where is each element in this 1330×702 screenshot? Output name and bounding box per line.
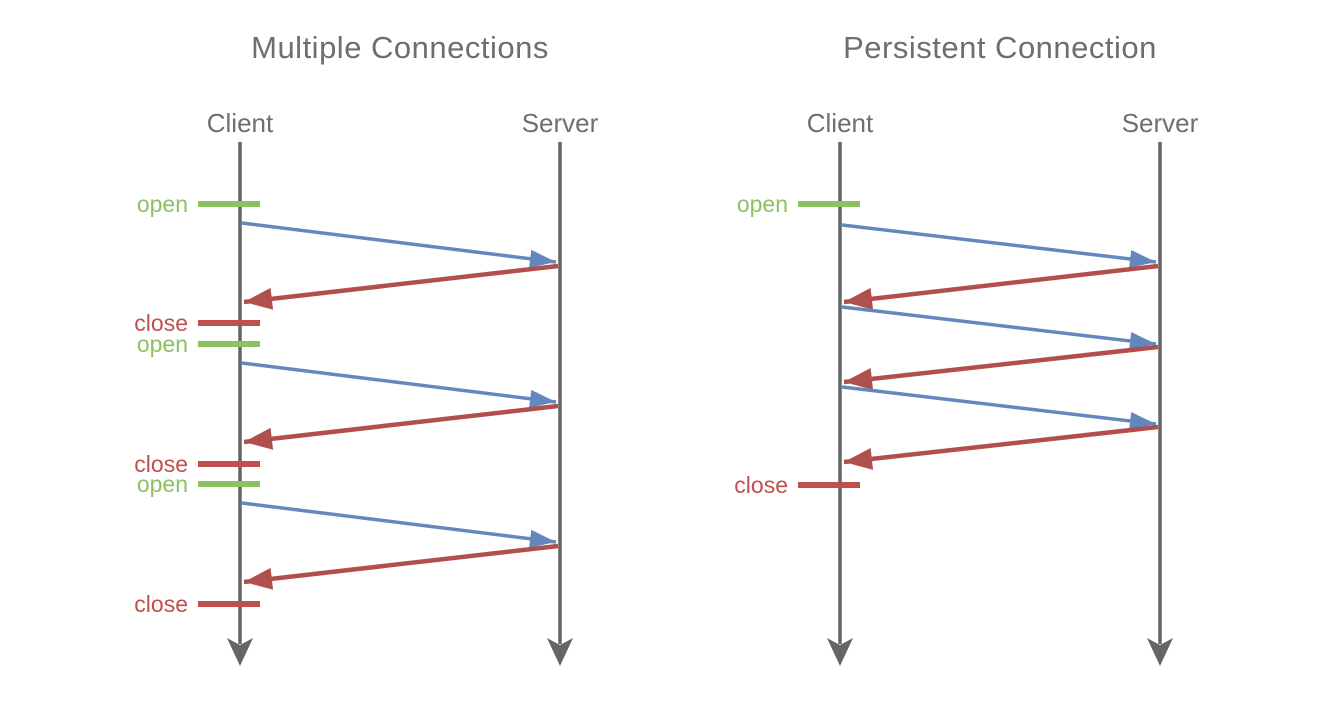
response-arrow (243, 403, 559, 445)
diagram-title-persistent-connection: Persistent Connection (843, 30, 1157, 65)
request-arrow (241, 501, 557, 544)
request-arrowhead-icon (529, 529, 556, 548)
response-arrowhead-icon (244, 287, 274, 310)
request-arrow (241, 361, 557, 404)
server-lifeline-label: Server (1121, 108, 1199, 138)
diagram-title-multiple-connections: Multiple Connections (251, 30, 549, 65)
client-lifeline-label: Client (806, 108, 874, 138)
request-arrowhead-icon (1129, 250, 1156, 268)
close-label: close (134, 451, 188, 477)
server-lifeline-label: Server (521, 108, 599, 138)
response-arrow (243, 263, 559, 305)
request-arrow (841, 305, 1157, 346)
response-arrowhead-icon (244, 567, 274, 590)
response-arrowhead-icon (844, 447, 874, 470)
close-label: close (134, 591, 188, 617)
open-label: open (737, 191, 788, 217)
response-arrow (843, 344, 1159, 385)
request-arrow (841, 385, 1157, 426)
client-lifeline-label: Client (206, 108, 274, 138)
close-label: close (134, 310, 188, 336)
request-arrowhead-icon (529, 389, 556, 408)
response-arrowhead-icon (844, 287, 874, 310)
server-lifeline-arrowhead-icon (1147, 638, 1173, 666)
close-label: close (734, 472, 788, 498)
response-arrow (843, 424, 1159, 465)
client-lifeline-arrowhead-icon (227, 638, 253, 666)
request-arrow (841, 223, 1157, 264)
request-arrow (241, 221, 557, 264)
open-label: open (137, 331, 188, 357)
request-arrowhead-icon (1129, 412, 1156, 430)
server-lifeline-arrowhead-icon (547, 638, 573, 666)
response-arrowhead-icon (244, 427, 274, 450)
response-arrow (843, 263, 1159, 305)
request-arrowhead-icon (529, 249, 556, 268)
response-arrow (243, 543, 559, 585)
client-lifeline-arrowhead-icon (827, 638, 853, 666)
response-arrowhead-icon (844, 367, 874, 390)
open-label: open (137, 191, 188, 217)
open-label: open (137, 471, 188, 497)
request-arrowhead-icon (1129, 332, 1156, 350)
